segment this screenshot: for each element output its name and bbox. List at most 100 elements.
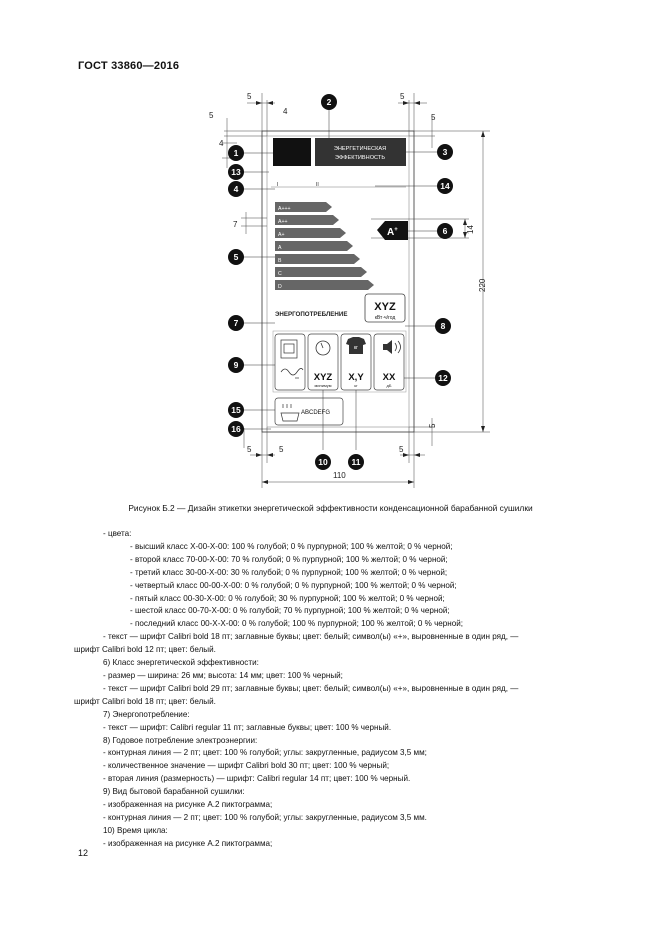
dim-top-left-4: 4 [283,107,288,116]
document-header: ГОСТ 33860—2016 [78,60,180,72]
label-title-line1: ЭНЕРГЕТИЧЕСКАЯ [334,146,386,152]
figure-caption: Рисунок Б.2 — Дизайн этикетки энергетиче… [128,503,533,513]
class-label-7: D [278,284,282,290]
callout-3: 3 [443,147,448,157]
body-line: - цвета: [103,529,132,538]
callout-16: 16 [231,424,241,434]
energy-label-drawing: 5 4 5 5 4 5 7 220 5 5 5 5 110 14 ЭНЕРГЕТ… [209,92,490,488]
noise-box [373,333,405,391]
callout-8: 8 [441,321,446,331]
callout-14: 14 [440,181,450,191]
body-line: шрифт Calibri bold 18 пт; цвет: белый. [74,696,216,706]
capacity-unit: кг [354,383,358,388]
callout-15: 15 [231,405,241,415]
body-line: - размер — ширина: 26 мм; высота: 14 мм;… [103,670,343,680]
callout-11: 11 [352,457,361,467]
dim-bottom-right-inner-5: 5 [399,445,404,454]
consumption-box [364,293,406,323]
dim-right-5: 5 [431,113,436,122]
consumption-label: ЭНЕРГОПОТРЕБЛЕНИЕ [275,311,347,318]
dim-bottom-inner-5: 5 [279,445,284,454]
callout-7: 7 [234,318,239,328]
speaker-icon [383,340,401,354]
page-number: 12 [78,848,89,858]
callout-9: 9 [234,360,239,370]
shirt-icon [346,337,366,354]
body-line: 8) Годовое потребление электроэнергии: [103,735,258,745]
label-row-mark-ii: II [316,182,319,188]
dim-left-4: 4 [219,139,224,148]
condensation-letters: ABCDEFG [301,410,330,416]
pictogram-panel [272,330,407,393]
body-line: - текст — шрифт: Calibri regular 11 пт; … [103,722,392,732]
callout-10: 10 [318,457,328,467]
class-arrows [275,202,374,290]
dim-arrow-14: 14 [466,225,475,234]
dim-top-right-5: 5 [400,92,405,101]
class-label-4: A [278,245,282,251]
dim-width-110: 110 [333,471,346,480]
dim-bottom-right-5: 5 [428,423,437,428]
callout-13: 13 [231,167,241,177]
body-line: - шестой класс 00-70-X-00: 0 % голубой; … [130,606,450,616]
cycle-time-value: XYZ [314,372,333,383]
dryer-type-box [274,333,306,391]
class-label-3: A+ [278,232,285,238]
label-title-line2: ЭФФЕКТИВНОСТЬ [335,155,385,161]
selected-class-label: A+ [387,227,398,238]
callout-6: 6 [443,226,448,236]
dryer-type-icon [280,339,304,379]
callout-12: 12 [438,373,448,383]
body-line: - контурная линия — 2 пт; цвет: 100 % го… [103,812,427,822]
cycle-time-unit: минимум [315,383,332,388]
class-label-2: A++ [278,219,288,225]
label-logo-block [273,138,311,166]
body-line: - четвертый класс 00-00-X-00: 0 % голубо… [130,580,457,590]
label-row-mark-i: I [277,182,278,188]
callout-2: 2 [327,97,332,107]
label-outer-frame [261,130,415,433]
body-line: шрифт Calibri bold 12 пт; цвет: белый. [74,645,216,655]
callout-5: 5 [234,252,239,262]
energy-label-figure: 5 4 5 5 4 5 7 220 5 5 5 5 110 14 ЭНЕРГЕТ… [195,88,515,498]
body-line: - вторая линия (размерность) — шрифт: Ca… [103,774,411,784]
label-title-block [315,138,406,166]
dim-height-220: 220 [478,278,487,292]
body-line: - второй класс 70-00-X-00: 70 % голубой;… [130,554,448,564]
capacity-value: X,Y [348,372,364,383]
callout-lines [243,109,437,450]
class-label-6: C [278,271,282,277]
body-line: - изображенная на рисунке А.2 пиктограмм… [103,838,273,848]
selected-class-arrow [377,221,408,240]
callout-1: 1 [234,148,239,158]
dim-left-5: 5 [209,111,214,120]
class-label-1: A+++ [278,206,291,212]
class-label-5: B [278,258,282,264]
callout-circles [228,94,453,470]
condensation-icon [280,404,300,422]
document-body: - цвета:- высший класс X-00-X-00: 100 % … [74,528,619,851]
callout-4: 4 [234,184,239,194]
body-line: 10) Время цикла: [103,825,168,835]
body-line: - количественное значение — шрифт Calibr… [103,761,390,771]
clock-icon [315,340,331,356]
noise-unit: дБ [387,383,392,388]
body-line: - текст — шрифт Calibri bold 29 пт; загл… [103,683,519,693]
dim-bottom-left-5: 5 [247,445,252,454]
body-line: 9) Вид бытовой барабанной сушилки: [103,787,245,797]
consumption-unit: кВт·ч/год [375,315,396,321]
body-line: - контурная линия — 2 пт; цвет: 100 % го… [103,748,427,758]
condensation-box [274,397,344,426]
body-line: - изображенная на рисунке А.2 пиктограмм… [103,800,273,810]
body-line: - пятый класс 00-30-X-00: 0 % голубой; 3… [130,593,445,603]
body-line: - текст — шрифт Calibri bold 18 пт; загл… [103,632,519,642]
capacity-icon-text: кг [354,345,358,351]
noise-value: XX [383,372,396,383]
dim-left-7: 7 [233,220,238,229]
body-line: 7) Энергопотребление: [103,709,190,719]
dim-top-left-5: 5 [247,92,252,101]
body-line: 6) Класс энергетической эффективности: [103,658,259,668]
label-inner-frame [266,135,410,428]
body-line: - третий класс 30-00-X-00: 30 % голубой;… [130,567,448,577]
consumption-value: XYZ [374,301,396,313]
